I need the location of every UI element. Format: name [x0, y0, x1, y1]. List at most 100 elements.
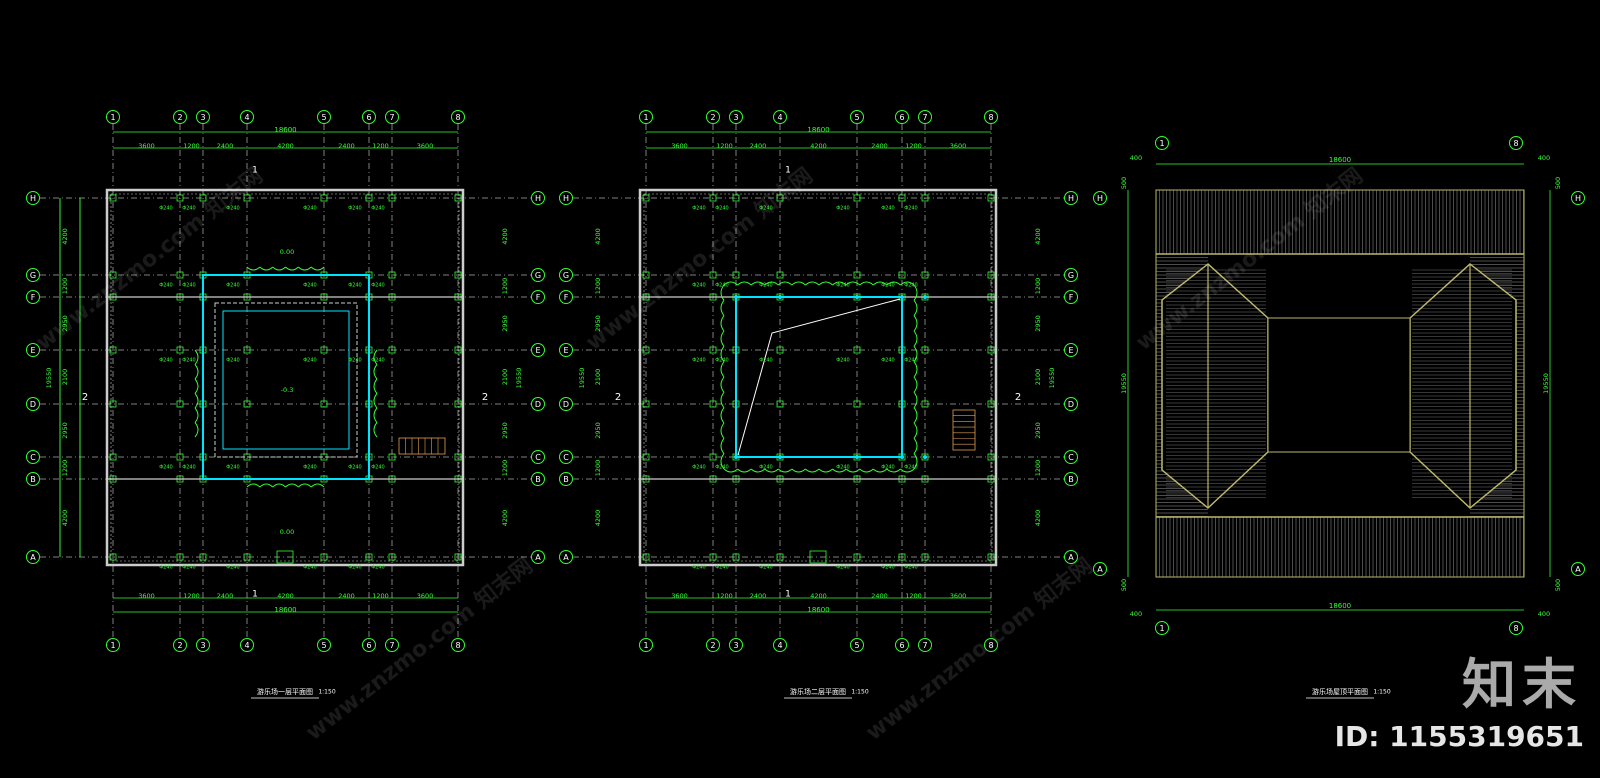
column-tag: Φ240: [371, 358, 384, 364]
dimension-text: 500: [1120, 579, 1128, 591]
dimension-text: 3600: [671, 142, 688, 150]
column-axis-bubble-label: 4: [244, 113, 249, 122]
structural-column: [921, 271, 929, 279]
row-axis-bubble: [1064, 268, 1078, 282]
shrub-scallop: [310, 483, 325, 488]
dimension-text: 1200: [501, 460, 509, 477]
row-axis-bubble: [1064, 472, 1078, 486]
column-tag: Φ240: [159, 565, 172, 571]
structural-column: [365, 553, 373, 561]
section-mark-top: 1: [252, 166, 258, 176]
structural-column: [388, 453, 396, 461]
row-axis-bubble: [26, 550, 40, 564]
shrub-scallop: [900, 468, 915, 473]
column-axis-bubble-label: 5: [854, 113, 859, 122]
structural-column: [365, 194, 373, 202]
dimension-text: 4200: [810, 142, 827, 150]
shrub-scallop: [720, 453, 725, 470]
shrub-scallop: [832, 281, 847, 286]
shrub-scallop: [194, 422, 199, 438]
column-axis-bubble-label: 5: [321, 113, 326, 122]
dimension-text: 2400: [217, 592, 234, 600]
column-axis-bubble: [196, 110, 210, 124]
row-axis-bubble-label: D: [563, 400, 569, 409]
structural-column: [454, 553, 462, 561]
row-axis-bubble: [1064, 450, 1078, 464]
column-axis-bubble: [850, 110, 864, 124]
frame-node: [923, 295, 927, 299]
column-axis-bubble-label: 8: [1513, 624, 1518, 633]
watermark-text: www.znzmo.com 知末网: [31, 163, 268, 356]
column-tag: Φ240: [182, 565, 195, 571]
column-tag: Φ240: [371, 465, 384, 471]
dimension-text: 500: [1554, 177, 1562, 189]
shrub-scallop: [913, 315, 918, 332]
column-tag: Φ240: [371, 206, 384, 212]
shrub-scallop: [913, 330, 918, 347]
shrub-scallop: [720, 422, 725, 439]
shrub-scallop: [720, 438, 725, 454]
frame-node: [778, 295, 782, 299]
row-axis-bubble-label: A: [1068, 553, 1074, 562]
column-tag: Φ240: [759, 465, 772, 471]
dimension-text: 1200: [905, 142, 922, 150]
dimension-text: 1200: [905, 592, 922, 600]
section-mark-left: 2: [615, 392, 621, 403]
structural-column: [454, 194, 462, 202]
row-axis-bubble-label: H: [1068, 194, 1074, 203]
column-axis-bubble-label: 4: [244, 641, 249, 650]
column-axis-bubble-label: 7: [389, 113, 394, 122]
structural-column: [320, 553, 328, 561]
structural-column: [642, 453, 650, 461]
column-axis-bubble: [196, 638, 210, 652]
column-axis-bubble: [729, 638, 743, 652]
column-tag: Φ240: [348, 358, 361, 364]
dimension-text: 1200: [183, 592, 200, 600]
structural-column: [243, 400, 251, 408]
column-tag: Φ240: [904, 283, 917, 289]
structural-column: [921, 453, 929, 461]
column-axis-bubble: [451, 110, 465, 124]
shrub-scallop: [720, 346, 725, 362]
shrub-scallop: [872, 468, 888, 473]
structural-column: [853, 553, 861, 561]
column-axis-bubble: [895, 110, 909, 124]
row-axis-bubble-label: C: [563, 453, 569, 462]
row-axis-bubble-label: D: [30, 400, 36, 409]
structural-column: [320, 346, 328, 354]
column-axis-bubble-label: 4: [777, 641, 782, 650]
structural-column: [454, 453, 462, 461]
shrub-scallop: [805, 468, 820, 473]
roof-outline: [1155, 189, 1525, 578]
dimension-text: 3600: [138, 592, 155, 600]
row-axis-bubble: [1093, 191, 1107, 205]
dimension-text: 4200: [1034, 228, 1042, 245]
structural-column: [987, 271, 995, 279]
column-tag: Φ240: [759, 565, 772, 571]
void-diagonal: [737, 298, 901, 456]
shrub-scallop: [720, 361, 725, 378]
section-mark-left: 2: [82, 392, 88, 403]
shrub-scallop: [720, 300, 725, 316]
row-axis-bubble: [26, 450, 40, 464]
column-axis-bubble-label: 1: [110, 641, 115, 650]
column-tag: Φ240: [371, 565, 384, 571]
structural-column: [987, 194, 995, 202]
wall-hatch: [643, 193, 993, 562]
column-tag: Φ240: [692, 465, 705, 471]
dimension-text: 2100: [501, 369, 509, 386]
row-axis-bubble-label: B: [563, 475, 569, 484]
column-axis-bubble: [1509, 621, 1523, 635]
column-tag: Φ240: [303, 358, 316, 364]
column-axis-bubble: [385, 110, 399, 124]
column-axis-bubble: [362, 638, 376, 652]
row-axis-bubble-label: A: [1575, 565, 1581, 574]
column-axis-bubble: [173, 110, 187, 124]
row-axis-bubble: [531, 472, 545, 486]
dimension-text: 2400: [338, 142, 355, 150]
column-axis-bubble-label: 7: [922, 113, 927, 122]
shrub-scallop: [720, 330, 725, 347]
shrub-scallop: [373, 364, 378, 380]
dimension-text: 500: [1554, 579, 1562, 591]
structural-column: [109, 346, 117, 354]
